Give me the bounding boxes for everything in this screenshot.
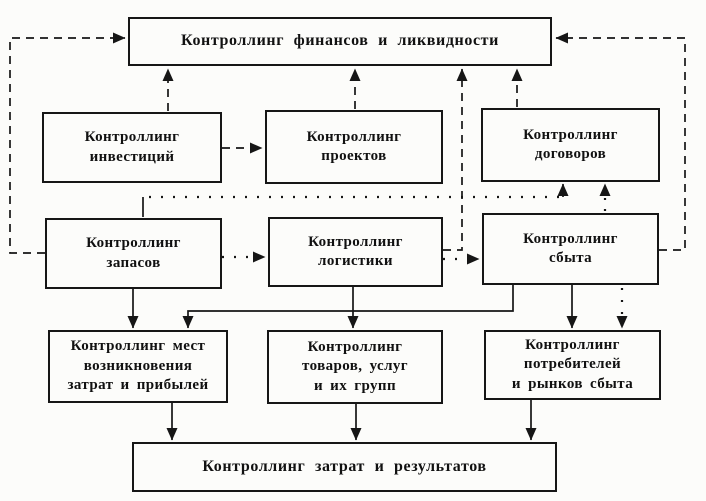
node-cost-centers-controlling: Контроллинг мест возникновения затрат и … <box>48 330 228 403</box>
node-results-controlling: Контроллинг затрат и результатов <box>132 442 557 492</box>
node-projects-label: Контроллинг проектов <box>306 128 402 165</box>
node-sales-label: Контроллинг сбыта <box>523 230 618 267</box>
edge-sales-finance <box>555 32 686 251</box>
edge-sales-costcenters <box>182 285 514 329</box>
node-cost-centers-label: Контроллинг мест возникновения затрат и … <box>67 338 209 394</box>
node-projects-controlling: Контроллинг проектов <box>265 110 443 184</box>
node-logistics-label: Контроллинг логистики <box>308 233 403 270</box>
node-finance-controlling: Контроллинг финансов и ликвидности <box>128 17 552 66</box>
node-sales-controlling: Контроллинг сбыта <box>482 213 659 285</box>
edge-stocks-finance <box>9 32 126 254</box>
node-stocks-controlling: Контроллинг запасов <box>45 218 222 289</box>
node-investments-controlling: Контроллинг инвестиций <box>42 112 222 183</box>
node-goods-label: Контроллинг товаров, услуг и их групп <box>302 338 408 394</box>
node-results-label: Контроллинг затрат и результатов <box>202 457 487 475</box>
node-contracts-controlling: Контроллинг договоров <box>481 108 660 182</box>
node-contracts-label: Контроллинг договоров <box>523 126 618 163</box>
node-logistics-controlling: Контроллинг логистики <box>268 217 443 287</box>
node-consumers-controlling: Контроллинг потребителей и рынков сбыта <box>484 330 661 400</box>
node-investments-label: Контроллинг инвестиций <box>84 129 180 165</box>
node-goods-controlling: Контроллинг товаров, услуг и их групп <box>267 330 443 404</box>
node-stocks-label: Контроллинг запасов <box>86 235 181 271</box>
node-consumers-label: Контроллинг потребителей и рынков сбыта <box>511 336 634 392</box>
edge-logistics-finance <box>443 68 468 251</box>
node-finance-label: Контроллинг финансов и ликвидности <box>181 32 499 50</box>
